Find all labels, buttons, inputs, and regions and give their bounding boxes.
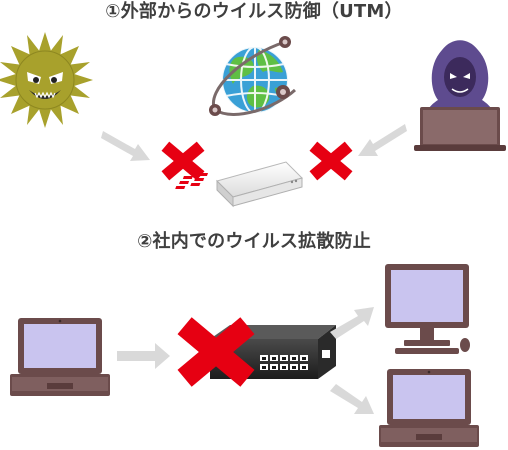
section-2-title: ②社内でのウイルス拡散防止 [137, 231, 371, 252]
arrow-icon [101, 131, 150, 161]
block-x-icon [161, 141, 205, 181]
virus-icon [0, 32, 93, 128]
section-1-title: ①外部からのウイルス防御（UTM） [105, 1, 403, 22]
block-x-icon [177, 317, 255, 387]
arrow-icon [330, 384, 374, 414]
arrow-icon [117, 343, 170, 369]
block-x-icon [309, 141, 353, 181]
globe-internet-icon [209, 36, 297, 116]
laptop-icon [10, 318, 110, 396]
desktop-pc-icon [385, 264, 470, 354]
arrow-icon [358, 124, 407, 156]
arrow-icon [330, 307, 374, 339]
hacker-icon [414, 40, 506, 151]
laptop-icon [379, 369, 479, 447]
utm-appliance-icon [175, 161, 303, 208]
